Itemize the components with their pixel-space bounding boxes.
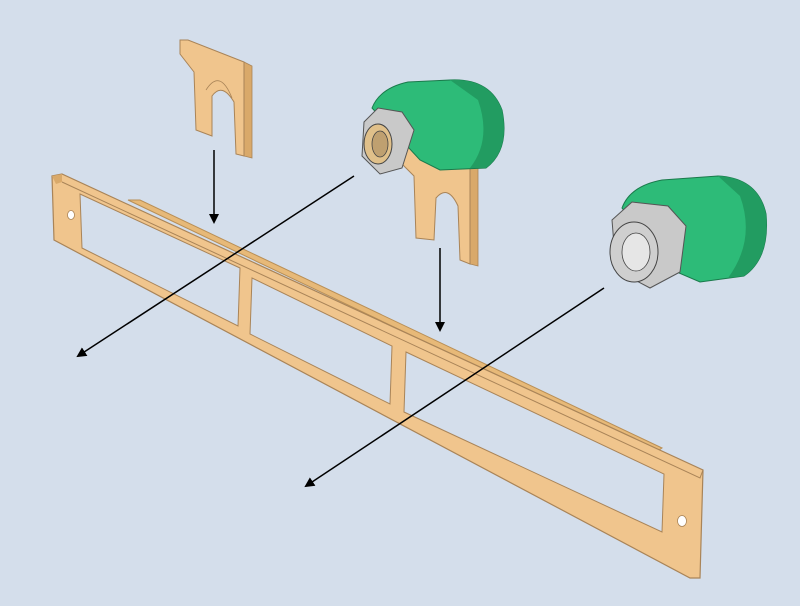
bracket-cutout-2 xyxy=(249,277,393,405)
bracket-top-edge xyxy=(61,181,704,479)
fork-clip-1-face xyxy=(179,39,245,157)
fitting-2-arrow xyxy=(304,287,605,488)
fork-clip-2-side xyxy=(469,159,479,267)
fork-clip-1-slot xyxy=(205,80,233,99)
fork-clip-1-side xyxy=(243,61,253,159)
fitting-1-thread-inner xyxy=(371,130,389,158)
bracket-cutout-3 xyxy=(403,351,665,533)
fork-clip-1 xyxy=(179,39,253,159)
mounting-bracket xyxy=(51,173,704,579)
fitting-1-arrow xyxy=(76,175,355,358)
bracket-edge xyxy=(52,174,62,184)
fitting-2-green-shade xyxy=(718,176,767,278)
threaded-elbow-fitting-1 xyxy=(361,79,505,175)
threaded-elbow-fitting-2 xyxy=(609,175,768,289)
bracket-hole-right xyxy=(677,515,687,527)
fitting-1-green-shade xyxy=(450,79,504,168)
bracket-cutout-1 xyxy=(79,193,241,327)
fitting-2-thread-inner xyxy=(621,232,651,272)
bracket-hole-left xyxy=(67,210,75,220)
